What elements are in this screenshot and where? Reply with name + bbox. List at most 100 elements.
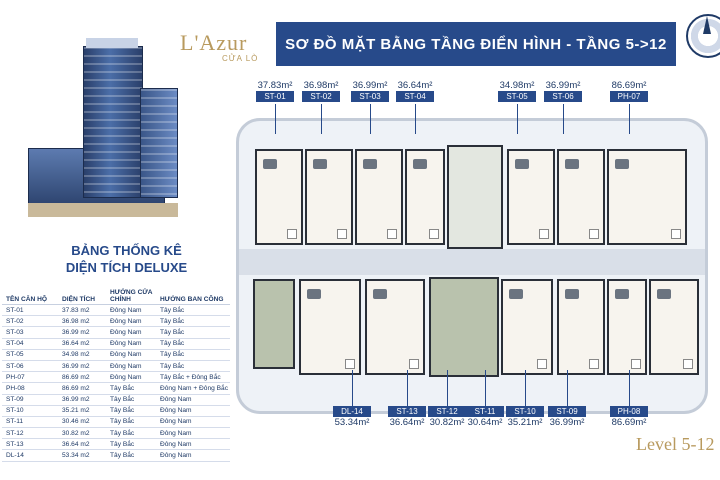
stats-cell-unit-area: 34.98 m2 [60,349,108,361]
stats-cell-unit-code: ST-03 [2,326,60,339]
plan-unit-bottom [649,279,699,375]
building-tower [83,46,143,198]
north-arrow-icon [703,16,711,34]
unit-area: 30.82m² [429,417,465,428]
unit-code: ST-03 [351,91,389,102]
stats-cell-balcony-direction: Tây Bắc [158,315,230,328]
bath-icon [387,229,397,239]
stats-cell-unit-area: 37.83 m2 [60,304,108,317]
stats-cell-door-direction: Tây Bắc [108,416,158,429]
stats-cell-unit-code: ST-06 [2,360,60,373]
unit-code: PH-08 [610,406,648,417]
bed-icon [615,289,629,299]
unit-area: 53.34m² [334,417,370,428]
building-wing [140,88,178,198]
stats-header-row: TÊN CĂN HỘ DIỆN TÍCH HƯỚNG CỬA CHÍNH HƯỚ… [2,280,230,305]
bed-icon [373,289,387,299]
stats-title-line1: BẢNG THỐNG KÊ [71,243,182,258]
stats-cell-unit-area: 35.21 m2 [60,405,108,417]
unit-code: ST-06 [544,91,582,102]
stats-cell-door-direction: Tây Bắc [108,394,158,406]
stair-core [253,279,295,369]
unit-code: ST-13 [388,406,426,417]
plan-unit-top [255,149,303,245]
bath-icon [345,359,355,369]
unit-code: ST-12 [428,406,466,417]
stats-cell-unit-area: 30.46 m2 [60,416,108,429]
unit-area: 36.64m² [397,80,433,91]
stats-cell-unit-area: 86.69 m2 [60,382,108,395]
stats-cell-door-direction: Đông Nam [108,315,158,328]
leader-line [321,104,322,134]
unit-code: ST-02 [302,91,340,102]
bath-icon [589,359,599,369]
col-header-unit: TÊN CĂN HỘ [2,280,60,305]
bath-icon [429,229,439,239]
stats-cell-door-direction: Tây Bắc [108,405,158,417]
plan-unit-bottom [501,279,553,375]
unit-code: ST-05 [498,91,536,102]
stats-title: BẢNG THỐNG KÊ DIỆN TÍCH DELUXE [44,242,209,276]
unit-area: 36.99m² [545,80,581,91]
plan-unit-bottom [607,279,647,375]
stats-cell-balcony-direction: Tây Bắc [158,304,230,317]
leader-line [563,104,564,134]
col-header-area: DIỆN TÍCH [60,280,108,305]
stats-cell-balcony-direction: Đông Nam [158,416,230,429]
leader-line [415,104,416,134]
stats-cell-balcony-direction: Đông Nam [158,438,230,451]
unit-area: 36.98m² [303,80,339,91]
unit-area: 86.69m² [611,80,647,91]
stats-cell-door-direction: Đông Nam [108,326,158,339]
stats-cell-balcony-direction: Đông Nam + Đông Bắc [158,382,230,395]
stats-cell-unit-code: ST-13 [2,438,60,451]
stats-cell-balcony-direction: Đông Nam [158,427,230,440]
stats-cell-unit-code: ST-02 [2,315,60,328]
stats-cell-unit-code: ST-11 [2,416,60,429]
unit-code: ST-09 [548,406,586,417]
stats-cell-unit-area: 86.69 m2 [60,371,108,384]
stats-cell-balcony-direction: Tây Bắc [158,326,230,339]
unit-area: 35.21m² [507,417,543,428]
stats-cell-unit-code: PH-07 [2,371,60,384]
col-header-balcony: HƯỚNG BAN CÔNG [158,280,230,305]
plan-unit-bottom [557,279,605,375]
stats-cell-unit-area: 36.98 m2 [60,315,108,328]
stats-cell-door-direction: Đông Nam [108,304,158,317]
leader-line [629,104,630,134]
stats-cell-unit-code: DL-14 [2,449,60,462]
unit-area: 36.99m² [352,80,388,91]
bed-icon [657,289,671,299]
leader-line [447,370,448,406]
stats-cell-balcony-direction: Tây Bắc + Đông Bắc [158,371,230,384]
stats-cell-unit-code: ST-04 [2,338,60,350]
brand-location: CỬA LÒ [222,54,259,63]
bed-icon [363,159,377,169]
stats-cell-door-direction: Tây Bắc [108,449,158,462]
stats-cell-door-direction: Đông Nam [108,338,158,350]
stats-cell-door-direction: Tây Bắc [108,438,158,451]
unit-code: ST-10 [506,406,544,417]
bath-icon [631,359,641,369]
stats-cell-balcony-direction: Tây Bắc [158,338,230,350]
plan-unit-top [607,149,687,245]
